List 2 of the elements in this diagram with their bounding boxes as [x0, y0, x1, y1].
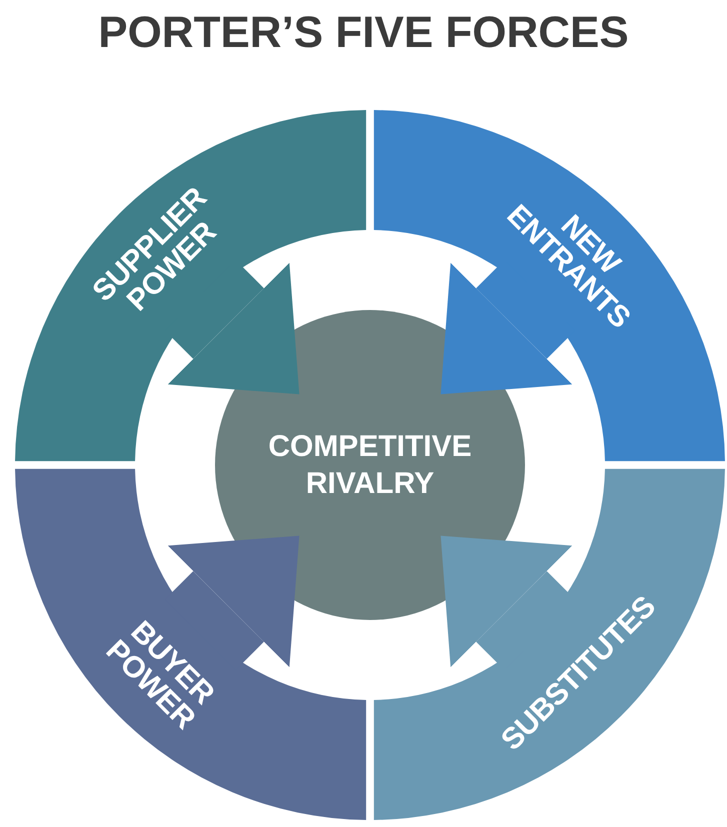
center-label: COMPETITIVE RIVALRY [267, 428, 473, 502]
title: PORTER’S FIVE FORCES [97, 8, 630, 58]
